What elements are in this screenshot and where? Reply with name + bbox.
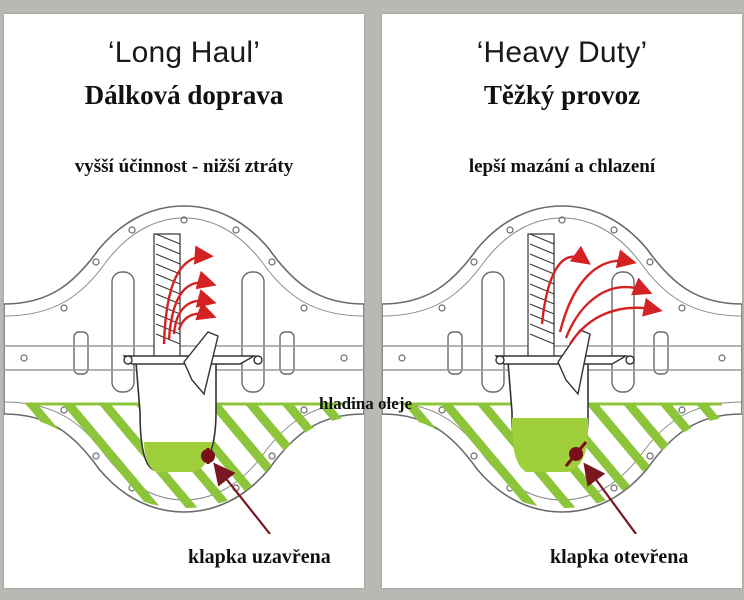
panel-subtitle: Dálková doprava xyxy=(84,80,284,110)
collected-oil xyxy=(512,418,588,472)
collected-oil xyxy=(144,442,212,472)
oil-splash-arrows xyxy=(162,245,217,345)
ring-gear xyxy=(153,233,181,360)
axle-diagram-closed xyxy=(4,205,364,534)
panel-long-haul: ‘Long Haul’ Dálková doprava vyšší účinno… xyxy=(4,14,364,588)
panel-title: ‘Long Haul’ xyxy=(107,36,261,69)
panel-caption: lepší mazání a chlazení xyxy=(468,156,656,177)
oil-level-label: hladina oleje xyxy=(319,394,413,413)
flap-pointer xyxy=(583,462,637,534)
flap-pointer xyxy=(213,462,271,534)
panel-heavy-duty: ‘Heavy Duty’ Těžký provoz lepší mazání a… xyxy=(382,14,742,588)
flap-open-label: klapka otevřena xyxy=(550,546,689,568)
axle-housing xyxy=(4,205,364,513)
ring-gear xyxy=(527,233,555,360)
panel-subtitle: Těžký provoz xyxy=(483,80,641,110)
flap-closed-label: klapka uzavřena xyxy=(188,546,331,568)
axle-diagram-open xyxy=(382,205,742,534)
panel-caption: vyšší účinnost - nižší ztráty xyxy=(74,156,294,177)
axle-housing xyxy=(382,205,742,513)
panel-title: ‘Heavy Duty’ xyxy=(476,36,648,69)
oil-splash-arrows xyxy=(540,245,663,345)
